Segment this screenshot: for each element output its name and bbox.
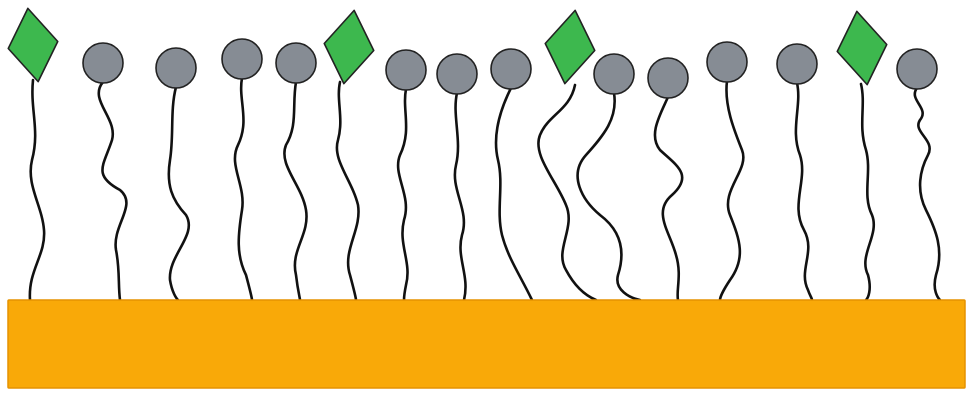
circle-head (776, 43, 818, 85)
diamond-head (7, 7, 59, 83)
circle-head (385, 49, 427, 91)
diamond-head (544, 9, 596, 85)
molecule-chain (97, 80, 128, 302)
molecule-chain (233, 76, 254, 302)
circle-head (275, 42, 317, 84)
molecule-chains (28, 76, 942, 302)
molecule-chain (653, 95, 684, 302)
molecule-chain (283, 80, 308, 302)
molecule-chain (537, 83, 598, 302)
circle-head (221, 38, 263, 80)
molecule-chain (859, 82, 875, 302)
molecule-chain (28, 78, 46, 302)
molecule-chain (494, 86, 534, 302)
circle-head (593, 53, 635, 95)
substrate-layer (7, 299, 966, 389)
diamond-head (836, 10, 888, 86)
molecule-chain (913, 86, 942, 302)
circle-head (647, 57, 689, 99)
molecule-chain (718, 79, 745, 302)
circle-head (82, 42, 124, 84)
molecule-chain (453, 91, 467, 302)
circle-head (436, 53, 478, 95)
circle-head (896, 48, 938, 90)
molecule-chain (396, 87, 409, 302)
circle-head (490, 48, 532, 90)
molecule-heads (7, 7, 938, 99)
molecule-chain (576, 91, 642, 302)
circle-head (155, 47, 197, 89)
molecule-chain (335, 80, 360, 302)
diamond-head (323, 9, 375, 85)
molecule-chain (794, 81, 814, 302)
circle-head (706, 41, 748, 83)
molecule-chain (167, 85, 191, 302)
